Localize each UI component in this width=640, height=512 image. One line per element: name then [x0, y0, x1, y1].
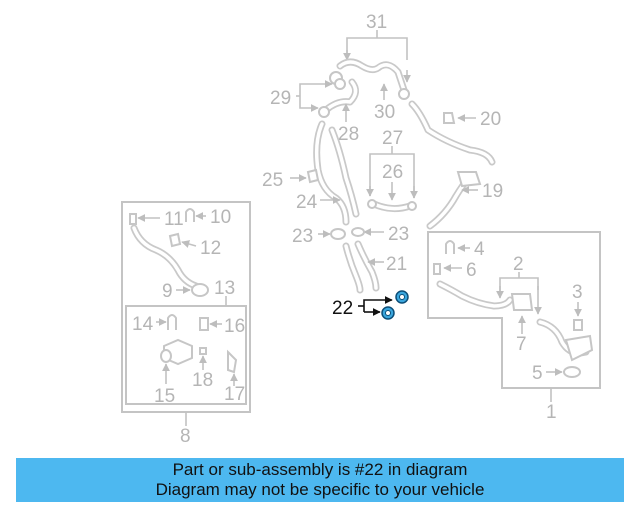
callout-29: 29 [270, 88, 291, 109]
info-banner: Part or sub-assembly is #22 in diagram D… [16, 458, 624, 502]
right-assembly-box [427, 231, 601, 402]
banner-line-part: Part or sub-assembly is #22 in diagram [172, 460, 468, 479]
callout-12: 12 [200, 238, 221, 259]
callout-26: 26 [382, 162, 403, 183]
callout-13: 13 [214, 278, 235, 299]
callout-8: 8 [180, 426, 191, 447]
callout-11: 11 [164, 209, 184, 230]
callout-17: 17 [224, 384, 245, 405]
callout-labels: 31 29 30 28 20 27 26 25 19 24 23 23 21 2… [132, 12, 583, 447]
callout-20: 20 [480, 109, 501, 130]
upper-hose-group [296, 30, 496, 230]
callout-10: 10 [210, 207, 231, 228]
callout-22-highlighted[interactable]: 22 [332, 298, 353, 319]
callout-27: 27 [382, 128, 403, 149]
callout-23-right: 23 [388, 224, 409, 245]
callout-5: 5 [532, 363, 543, 384]
callout-19: 19 [482, 181, 503, 202]
callout-21: 21 [386, 254, 407, 275]
callout-16: 16 [224, 316, 245, 337]
callout-14: 14 [132, 314, 154, 335]
callout-7: 7 [516, 334, 527, 355]
callout-4: 4 [474, 239, 485, 260]
callout-30: 30 [374, 102, 395, 123]
banner-line-disclaimer: Diagram may not be specific to your vehi… [155, 480, 485, 499]
callout-15: 15 [154, 386, 175, 407]
callout-18: 18 [192, 370, 213, 391]
callout-28: 28 [338, 124, 359, 145]
parts-diagram: 31 29 30 28 20 27 26 25 19 24 23 23 21 2… [121, 12, 601, 447]
callout-24: 24 [296, 192, 318, 213]
part-22-clamps[interactable] [358, 290, 409, 320]
callout-23-left: 23 [292, 226, 313, 247]
callout-9: 9 [162, 281, 173, 302]
callout-25: 25 [262, 170, 283, 191]
callout-1: 1 [546, 402, 557, 423]
middle-hose-group [290, 120, 418, 294]
callout-6: 6 [466, 260, 477, 281]
callout-3: 3 [572, 282, 583, 303]
callout-2: 2 [513, 254, 524, 275]
callout-31: 31 [366, 12, 387, 33]
left-assembly-box [121, 201, 251, 426]
